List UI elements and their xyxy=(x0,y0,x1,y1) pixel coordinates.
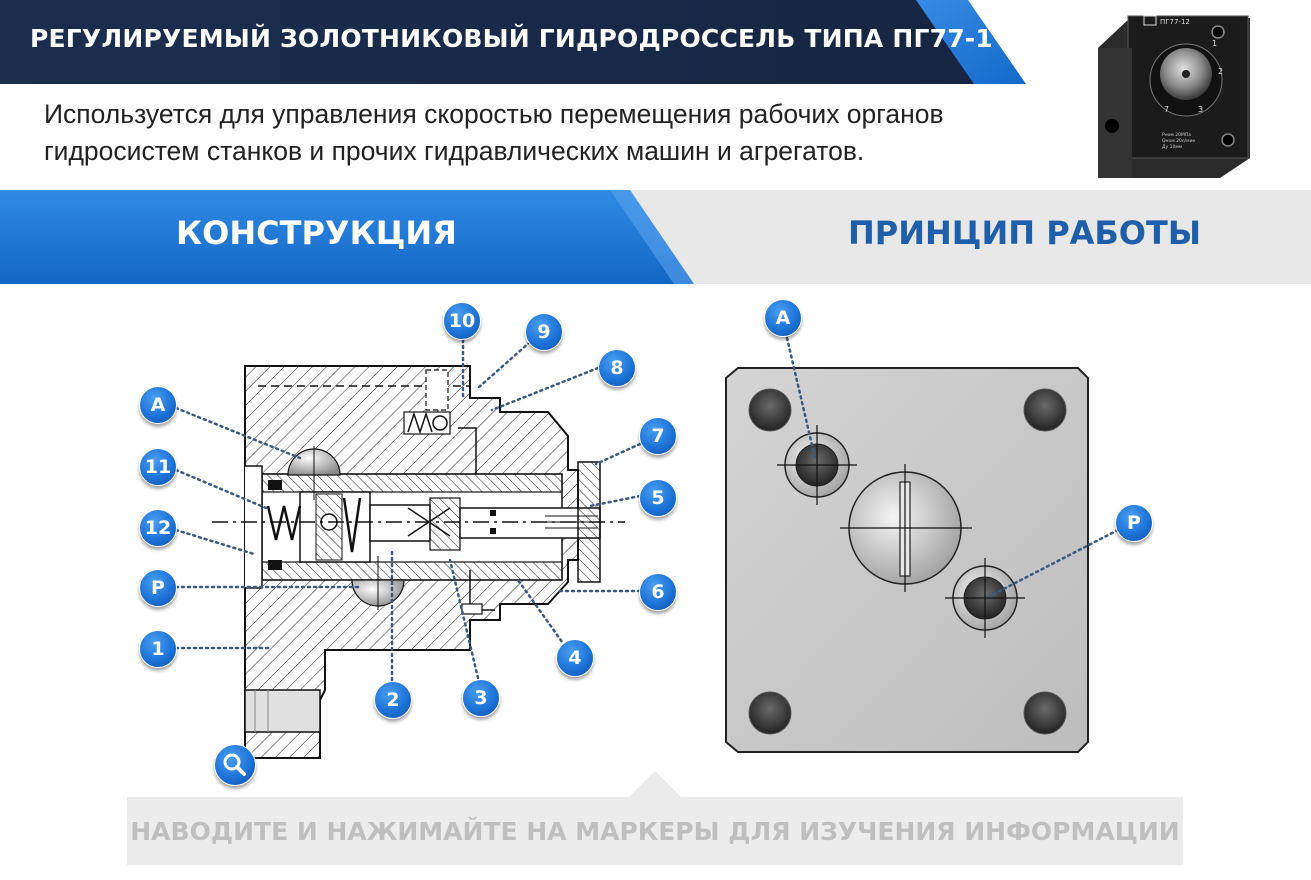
photo-label: ПГ77-12 xyxy=(1160,18,1190,26)
marker-p-construction[interactable]: P xyxy=(139,569,177,607)
product-photo-svg: ПГ77-12 1 2 3 7 Pном 20МПа Qном 20л/мин … xyxy=(1098,15,1250,178)
marker-p-principle[interactable]: P xyxy=(1115,504,1153,542)
drawings-svg xyxy=(174,336,1120,759)
title-bar xyxy=(0,0,1311,84)
tab-principle[interactable]: ПРИНЦИП РАБОТЫ xyxy=(848,214,1201,252)
marker-7[interactable]: 7 xyxy=(639,417,677,455)
page-title: РЕГУЛИРУЕМЫЙ ЗОЛОТНИКОВЫЙ ГИДРОДРОССЕЛЬ … xyxy=(30,24,993,53)
zoom-button[interactable] xyxy=(214,744,256,786)
tab-bar-bg xyxy=(0,190,1311,284)
tab-bar xyxy=(0,190,1311,284)
magnifier-icon xyxy=(223,753,246,776)
marker-a-principle[interactable]: A xyxy=(764,299,802,337)
drawing-area xyxy=(0,284,1311,804)
principle-leaders xyxy=(785,336,1120,598)
hint-pointer xyxy=(628,771,682,798)
dial-number: 2 xyxy=(1218,67,1223,76)
marker-a-construction[interactable]: A xyxy=(139,386,177,424)
principle-drawing xyxy=(725,367,1089,753)
hint-text: НАВОДИТЕ И НАЖИМАЙТЕ НА МАРКЕРЫ ДЛЯ ИЗУЧ… xyxy=(130,817,1180,846)
marker-3[interactable]: 3 xyxy=(462,679,500,717)
dial-number: 7 xyxy=(1164,105,1169,114)
description-text: Используется для управления скоростью пе… xyxy=(44,99,944,166)
marker-2[interactable]: 2 xyxy=(374,681,412,719)
dial-number: 3 xyxy=(1198,105,1203,114)
title-bar-bg xyxy=(0,0,1026,84)
marker-11[interactable]: 11 xyxy=(139,448,177,486)
marker-8[interactable]: 8 xyxy=(598,349,636,387)
marker-1[interactable]: 1 xyxy=(139,630,177,668)
marker-5[interactable]: 5 xyxy=(639,479,677,517)
marker-6[interactable]: 6 xyxy=(639,573,677,611)
dial-number: 1 xyxy=(1212,39,1217,48)
marker-9[interactable]: 9 xyxy=(525,313,563,351)
marker-4[interactable]: 4 xyxy=(556,639,594,677)
plate-text: Qном 20л/мин xyxy=(1162,138,1196,144)
marker-10[interactable]: 10 xyxy=(443,302,481,340)
construction-drawing xyxy=(212,365,625,759)
marker-12[interactable]: 12 xyxy=(139,509,177,547)
product-photo: ПГ77-12 1 2 3 7 Pном 20МПа Qном 20л/мин … xyxy=(1090,8,1262,180)
hint-box xyxy=(127,797,1183,865)
construction-leaders xyxy=(174,338,642,682)
tab-construction[interactable]: КОНСТРУКЦИЯ xyxy=(176,214,457,252)
plate-text: Ду 10мм xyxy=(1162,144,1182,150)
plate-text: Pном 20МПа xyxy=(1162,132,1191,138)
